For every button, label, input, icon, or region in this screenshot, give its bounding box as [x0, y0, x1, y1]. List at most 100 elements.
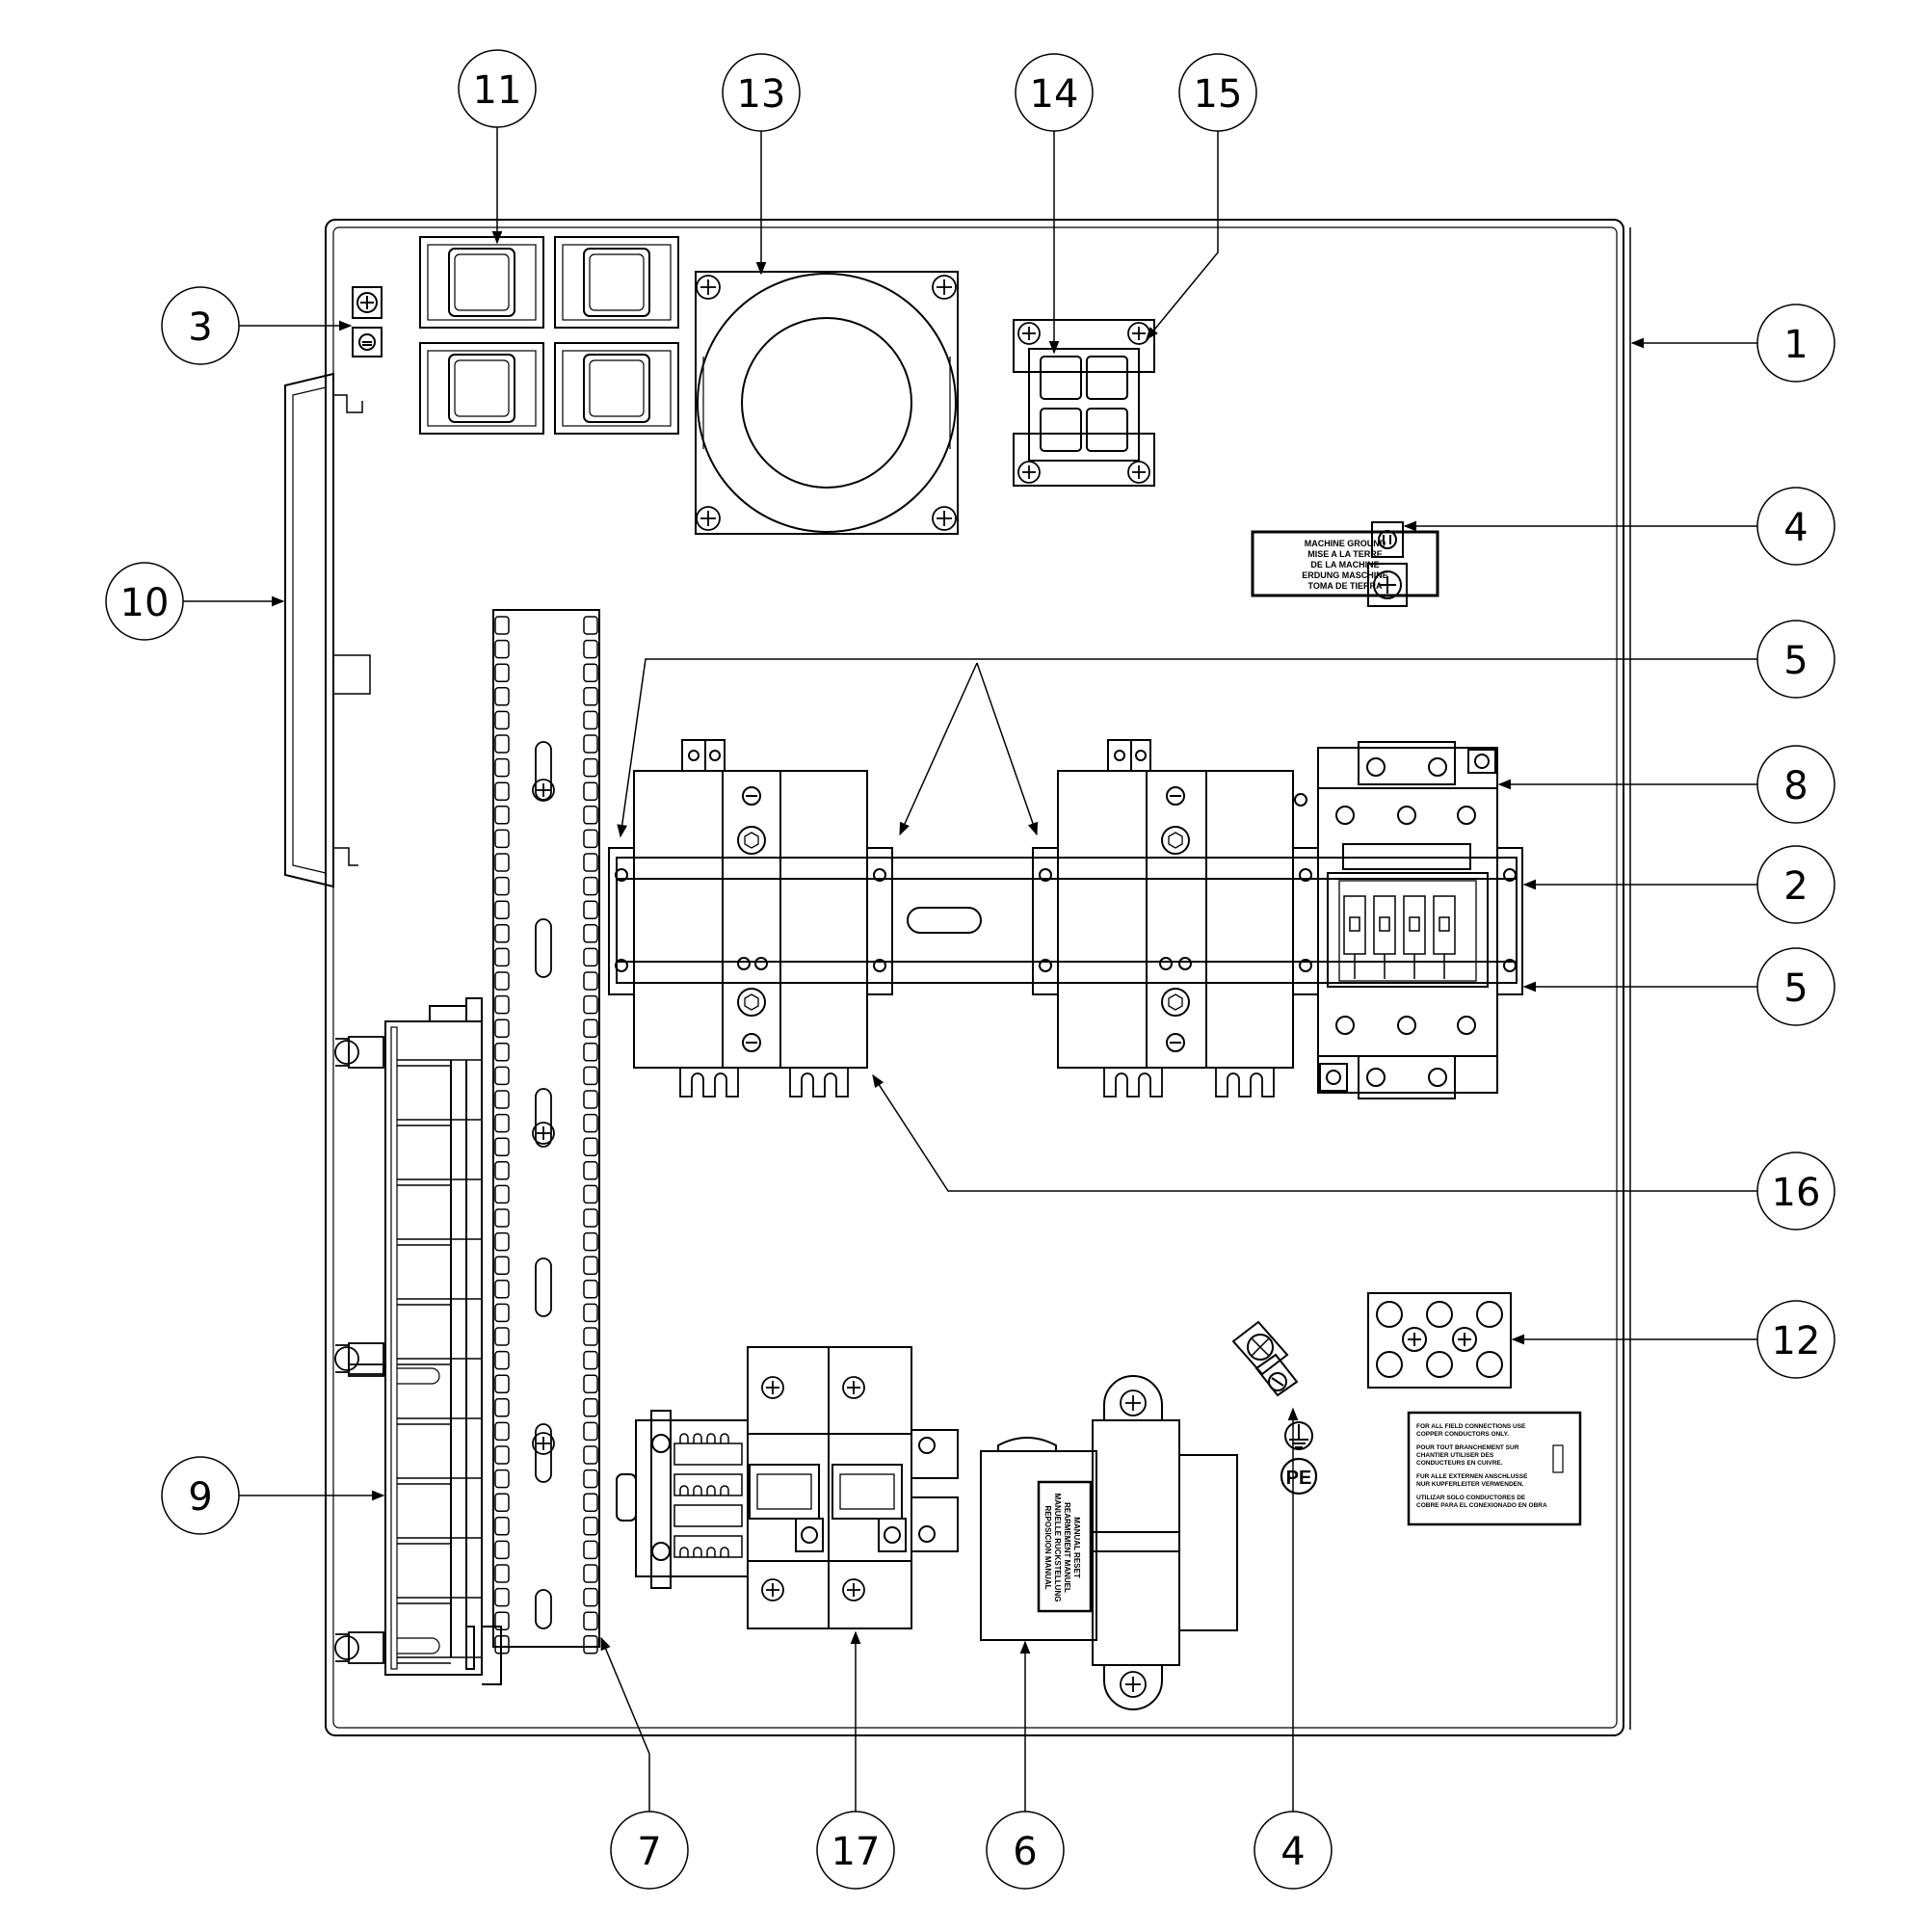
duct-slot	[583, 1113, 598, 1133]
duct-slot	[494, 1090, 510, 1109]
contactor	[1294, 741, 1498, 1099]
duct-slot	[494, 1066, 510, 1086]
duct-slot	[583, 1231, 598, 1252]
terminal-block-strip	[334, 997, 502, 1685]
duct-slot	[494, 1327, 510, 1346]
duct-slot	[583, 616, 598, 635]
callout-bubbles	[105, 49, 1835, 1890]
duct-slot	[494, 1043, 510, 1062]
duct-slot	[583, 1540, 598, 1560]
duct-slot	[583, 1635, 598, 1654]
duct-slot	[583, 1090, 598, 1109]
duct-slot	[583, 1280, 598, 1299]
duct-slot	[494, 1137, 510, 1156]
circuit-breakers	[747, 1346, 959, 1629]
callout-7: 7	[637, 1830, 661, 1874]
field-note-3: POUR TOUT BRANCHEMENT SUR	[1416, 1444, 1519, 1451]
duct-slot	[494, 734, 510, 754]
duct-slot	[583, 806, 598, 825]
duct-slot	[583, 1256, 598, 1275]
wire-duct	[492, 609, 600, 1654]
duct-slot	[583, 734, 598, 754]
duct-slot	[583, 1184, 598, 1204]
field-note-4: CHANTIER UTILISER DES	[1416, 1452, 1494, 1459]
reset-tag-2: REARMEMENT MANUEL	[1063, 1502, 1071, 1593]
callout-5-bottom: 5	[1783, 966, 1808, 1011]
duct-slot	[494, 971, 510, 991]
callout-numbers: 11 13 14 15 3 1 4 10 5 8 2 5 16 12 9 7 1…	[120, 68, 1821, 1874]
duct-slot	[494, 994, 510, 1015]
overload-relay-left	[633, 739, 868, 1098]
duct-slot	[583, 1161, 598, 1180]
callout-5-top: 5	[1783, 639, 1808, 683]
duct-slot	[494, 1019, 510, 1038]
push-buttons	[419, 236, 679, 435]
duct-slot	[583, 1137, 598, 1156]
din-rail	[616, 857, 1518, 984]
field-note-2: COPPER CONDUCTORS ONLY.	[1416, 1431, 1509, 1438]
duct-slot	[583, 1398, 598, 1417]
callout-10: 10	[120, 581, 170, 625]
duct-slot	[494, 1231, 510, 1252]
door-handle	[284, 372, 371, 888]
duct-slot	[583, 1303, 598, 1323]
pe-label: PE	[1286, 1468, 1312, 1489]
ground-lug-top	[352, 286, 383, 357]
callout-14: 14	[1030, 72, 1079, 117]
callout-4-bottom: 4	[1280, 1830, 1305, 1874]
field-note-8: UTILIZAR SOLO CONDUCTORES DE	[1416, 1495, 1526, 1501]
callout-12: 12	[1772, 1319, 1821, 1363]
field-note-6: FUR ALLE EXTERNEN ANSCHLUSSE	[1416, 1473, 1528, 1480]
field-note-7: NUR KUPFERLEITER VERWENDEN.	[1416, 1481, 1524, 1488]
reset-tag-4: REPOSICION MANUAL	[1043, 1505, 1052, 1589]
duct-slot	[583, 1587, 598, 1607]
machine-ground-lug	[1251, 521, 1439, 607]
duct-slot	[494, 876, 510, 896]
duct-slot	[583, 829, 598, 849]
duct-slot	[494, 1421, 510, 1442]
duct-slot	[494, 924, 510, 943]
duct-slot	[583, 994, 598, 1015]
duct-slot	[494, 1469, 510, 1489]
ground-tag-line-5: TOMA DE TIERRA	[1307, 581, 1383, 591]
duct-slot	[583, 853, 598, 872]
reset-tag-3: MANUELLE RUCKSTELLUNG	[1053, 1494, 1062, 1602]
duct-slot	[583, 1043, 598, 1062]
callout-8: 8	[1783, 764, 1808, 808]
field-note-9: COBRE PARA EL CONEXIONADO EN OBRA	[1416, 1502, 1547, 1509]
duct-slot	[583, 757, 598, 778]
duct-slot	[494, 1208, 510, 1228]
duct-slot	[494, 1398, 510, 1417]
duct-slot	[583, 1066, 598, 1086]
leader-lines	[183, 127, 1757, 1812]
callout-2: 2	[1783, 864, 1808, 909]
duct-slot	[583, 1327, 598, 1346]
duct-slot	[494, 639, 510, 659]
callout-15: 15	[1194, 72, 1243, 117]
callout-6: 6	[1013, 1830, 1037, 1874]
callout-9: 9	[188, 1475, 212, 1520]
duct-slot	[583, 663, 598, 682]
cable-gland-plate	[1367, 1292, 1512, 1389]
callout-4-top: 4	[1783, 506, 1808, 550]
field-connection-label-frame	[1407, 1411, 1582, 1526]
duct-slot	[494, 1540, 510, 1560]
duct-slot	[583, 1445, 598, 1465]
duct-slot	[583, 1517, 598, 1536]
terminal-block-small	[616, 1410, 749, 1589]
duct-slot	[583, 1564, 598, 1583]
duct-slot	[583, 1019, 598, 1038]
round-indicator-unit	[695, 271, 959, 535]
duct-slot	[583, 1421, 598, 1442]
duct-slot	[494, 687, 510, 706]
callout-1: 1	[1783, 323, 1808, 367]
duct-slot	[583, 947, 598, 967]
transformer	[980, 1375, 1238, 1710]
callout-16: 16	[1772, 1171, 1821, 1215]
duct-slot	[494, 1113, 510, 1133]
duct-slot	[494, 806, 510, 825]
duct-slot	[494, 1445, 510, 1465]
duct-slot	[494, 1587, 510, 1607]
